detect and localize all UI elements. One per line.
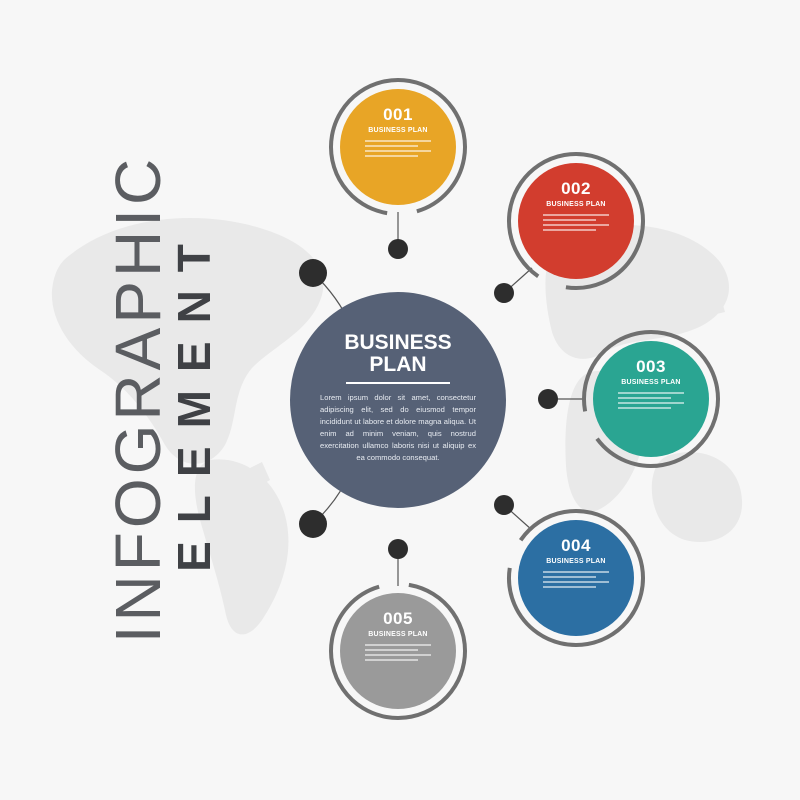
junction-dot bbox=[538, 389, 558, 409]
step-label: BUSINESS PLAN bbox=[368, 631, 428, 638]
placeholder-text-lines bbox=[543, 214, 609, 231]
step-number: 004 bbox=[561, 536, 591, 555]
center-body-text: Lorem ipsum dolor sit amet, consectetur … bbox=[320, 393, 476, 462]
step-ring-005 bbox=[329, 582, 467, 720]
placeholder-text-lines bbox=[543, 571, 609, 588]
center-title: BUSINESS PLAN bbox=[344, 331, 452, 376]
step-label: BUSINESS PLAN bbox=[546, 558, 606, 565]
step-label: BUSINESS PLAN bbox=[368, 127, 428, 134]
step-label: BUSINESS PLAN bbox=[546, 201, 606, 208]
center-circle: BUSINESS PLAN Lorem ipsum dolor sit amet… bbox=[290, 292, 506, 508]
junction-dot bbox=[388, 539, 408, 559]
step-number: 003 bbox=[636, 357, 666, 376]
center-divider bbox=[346, 382, 450, 384]
placeholder-text-lines bbox=[365, 644, 431, 661]
arc-end-dot bbox=[299, 259, 327, 287]
placeholder-text-lines bbox=[365, 140, 431, 157]
title-infographic: INFOGRAPHIC bbox=[102, 154, 174, 644]
junction-dot bbox=[494, 283, 514, 303]
step-label: BUSINESS PLAN bbox=[621, 379, 681, 386]
step-node-003: 003 BUSINESS PLAN bbox=[593, 341, 709, 457]
arc-end-dot bbox=[299, 510, 327, 538]
step-number: 001 bbox=[383, 105, 413, 124]
step-node-001: 001 BUSINESS PLAN bbox=[340, 89, 456, 205]
step-ring-004 bbox=[507, 509, 645, 648]
step-node-004: 004 BUSINESS PLAN bbox=[518, 520, 634, 636]
step-node-002: 002 BUSINESS PLAN bbox=[518, 163, 634, 279]
junction-dot bbox=[388, 239, 408, 259]
step-ring-003 bbox=[581, 330, 720, 468]
junction-dot bbox=[494, 495, 514, 515]
step-number: 002 bbox=[561, 179, 591, 198]
junction-dots bbox=[299, 239, 558, 559]
step-rings bbox=[329, 78, 720, 720]
step-ring-002 bbox=[507, 152, 645, 290]
step-ring-001 bbox=[329, 78, 467, 216]
step-node-005: 005 BUSINESS PLAN bbox=[340, 593, 456, 709]
placeholder-text-lines bbox=[618, 392, 684, 409]
step-number: 005 bbox=[383, 609, 413, 628]
title-element: ELEMENT bbox=[168, 226, 220, 572]
